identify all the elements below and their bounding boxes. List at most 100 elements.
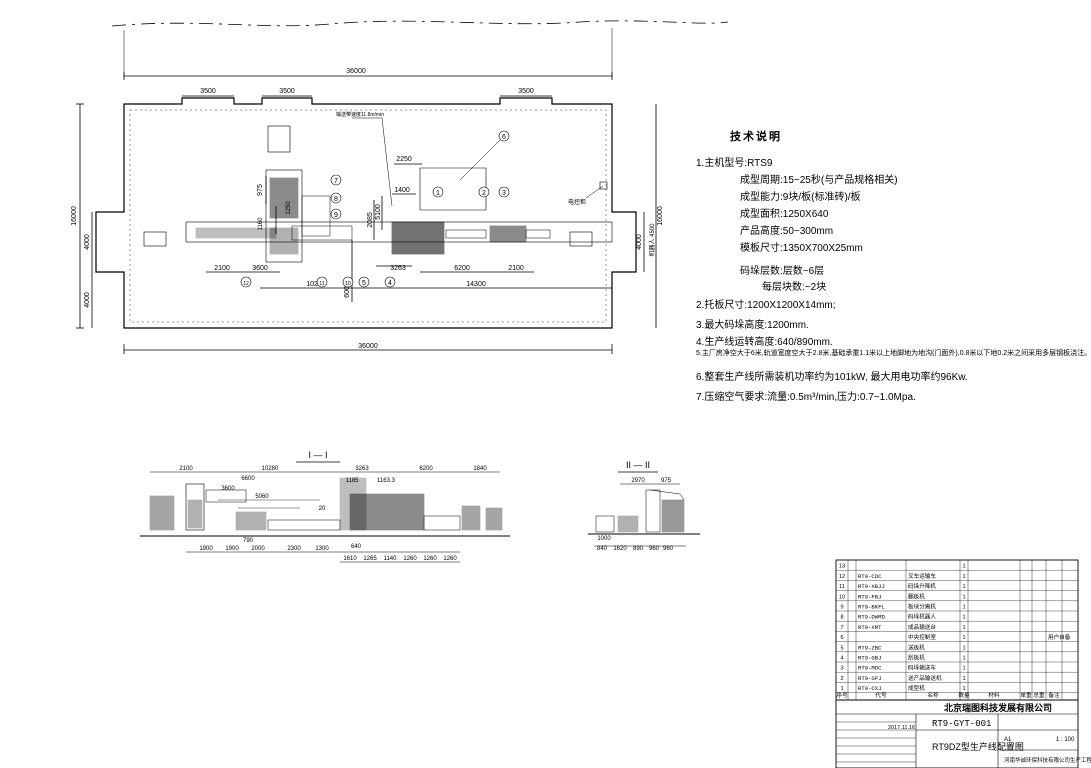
dim-2100a: 2100	[214, 265, 230, 272]
s2-bottom-dim: 960	[663, 546, 674, 552]
callout: 11	[316, 276, 328, 288]
svg-text:11: 11	[319, 281, 324, 287]
bom-cell-name: 中央控制室	[908, 633, 936, 641]
callout: 7	[330, 174, 342, 186]
svg-text:1: 1	[436, 190, 440, 197]
s1-bottom-dim: 2000	[251, 546, 265, 552]
bom-cell-code: RT9-SPJ	[858, 675, 882, 682]
s1-small-dim: 790	[243, 538, 254, 544]
callout: 2	[478, 186, 490, 198]
s1-bottom-dim: 1610	[343, 556, 357, 562]
note-line: 成型周期:15~25秒(与产品规格相关)	[740, 175, 898, 186]
callout: 10	[342, 276, 354, 288]
dim-left-mid: 4000	[84, 234, 91, 250]
s1-bottom-dim: 1300	[315, 546, 329, 552]
s1-mid-dim: 5060	[255, 494, 269, 500]
bom-header-material: 材料	[988, 691, 1000, 699]
bom-cell-code: RT9-CDC	[858, 573, 882, 580]
note-line: 模板尺寸:1350X700X25mm	[740, 243, 863, 254]
dim-top-total: 36000	[346, 68, 366, 75]
s1-bottom-dim: 1140	[384, 556, 398, 562]
dim-left-total: 16000	[71, 206, 78, 226]
speed-note: 输送带速度11.8m/min	[336, 111, 384, 118]
drawing-scale: 1 : 100	[1056, 737, 1075, 743]
dim-top-seg3: 3500	[518, 88, 534, 95]
plan-dimensions: 36000 3500 3500 3500 36000 16000 4000 40…	[71, 68, 664, 350]
bom-cell-qty: 1	[962, 666, 965, 672]
note-line: 4.生产线运转高度:640/890mm.	[696, 337, 833, 348]
s1-top-dim: 6200	[419, 466, 433, 472]
s1-bottom-dim: 1900	[199, 546, 213, 552]
bom-cell-no: 12	[839, 574, 845, 580]
dim-3600: 3600	[252, 265, 268, 272]
bom-cell-name: 送板机	[908, 643, 925, 651]
note-line: 成型面积:1250X640	[740, 209, 829, 220]
s1-bottom-dim: 1260	[443, 556, 457, 562]
bom-header-unit-weight: 单重	[1020, 691, 1032, 699]
dim-5100: 5100	[375, 204, 382, 220]
s1-small-dim: 20	[319, 506, 326, 512]
svg-text:9: 9	[334, 212, 338, 219]
note-line: 成型能力:9块/板(标准砖)/板	[740, 192, 861, 203]
dim-top-seg2: 3500	[279, 88, 295, 95]
s1-bottom-dim: 1900	[225, 546, 239, 552]
s1-top-dim: 1840	[473, 466, 487, 472]
svg-text:8: 8	[334, 196, 338, 203]
dim-6000: 6000	[344, 282, 351, 298]
bom-cell-no: 8	[840, 615, 843, 621]
callout: 6	[498, 130, 510, 142]
bom-cell-qty: 1	[962, 645, 965, 651]
bom-cell-code: RT9-CXJ	[858, 685, 882, 692]
bom-header-name: 名称	[927, 691, 939, 699]
dim-1160: 1160	[258, 217, 264, 231]
callout: 9	[330, 208, 342, 220]
bom-cell-name: 刮板机	[908, 654, 925, 662]
s2-bottom-dim: 1620	[613, 546, 627, 552]
drawing-number: RT9-GYT-001	[932, 719, 991, 729]
note-line: 5.主厂房净空大于6米,轨道宽度空大于2.8米,基础承重1.1米以上地脚地为地沟…	[696, 350, 1091, 357]
s1-top-dim: 10280	[262, 466, 279, 472]
control-cabinet-label: 电控柜	[568, 198, 586, 206]
bom-cell-code: RT9-ZBC	[858, 644, 882, 651]
bom-cell-code: RT9-MDC	[858, 665, 882, 672]
bom-cell-code: RT9-FBJ	[858, 593, 882, 600]
bom-cell-no: 9	[840, 605, 843, 611]
svg-text:7: 7	[334, 178, 338, 185]
bom-cell-no: 11	[839, 584, 845, 590]
sheet-size: A1	[1004, 737, 1012, 743]
note-line: 每层块数:~2块	[762, 282, 827, 293]
bom-cell-no: 4	[840, 656, 843, 662]
note-line: 2.托板尺寸:1200X1200X14mm;	[696, 300, 836, 311]
note-line: 1.主机型号:RTS9	[696, 158, 773, 169]
section-1	[140, 461, 510, 563]
dim-3263: 3263	[390, 265, 406, 272]
bom-cell-code: RT9-XMT	[858, 624, 882, 631]
title-block-labels: 北京瑞图科技发展有限公司 RT9-GYT-001 RT9DZ型生产线配置图 20…	[888, 702, 1091, 764]
s1-bottom-dim: 1265	[363, 556, 377, 562]
svg-text:5: 5	[362, 280, 366, 287]
section-1-title: I — I	[308, 450, 327, 460]
s1-mid-dim: 1185	[346, 478, 360, 484]
callout: 8	[330, 192, 342, 204]
dim-1400: 1400	[394, 187, 410, 194]
s2-top-dim: 2970	[631, 478, 645, 484]
s2-bottom-dim: 890	[633, 546, 644, 552]
dim-10280: 10280	[306, 281, 326, 288]
dim-2250: 2250	[396, 156, 412, 163]
bom-row-lines	[836, 570, 1078, 693]
bom-cell-no: 6	[840, 635, 843, 641]
bom-cell-code: RT9-XBJJ	[858, 583, 885, 590]
callout: 1	[432, 186, 444, 198]
section-2	[588, 471, 700, 547]
bom-cell-qty: 1	[962, 686, 965, 692]
s1-bottom-dim: 1260	[423, 556, 437, 562]
bom-cell-code: RT9-DWMD	[858, 614, 885, 621]
bom-cell-name: 码垛输送车	[908, 664, 936, 672]
bom-cell-no: 2	[840, 676, 843, 682]
svg-text:12: 12	[243, 281, 249, 287]
dim-right-mid: 4000	[636, 234, 643, 250]
bom-cell-qty: 1	[962, 656, 965, 662]
dim-right-total: 16000	[657, 206, 664, 226]
